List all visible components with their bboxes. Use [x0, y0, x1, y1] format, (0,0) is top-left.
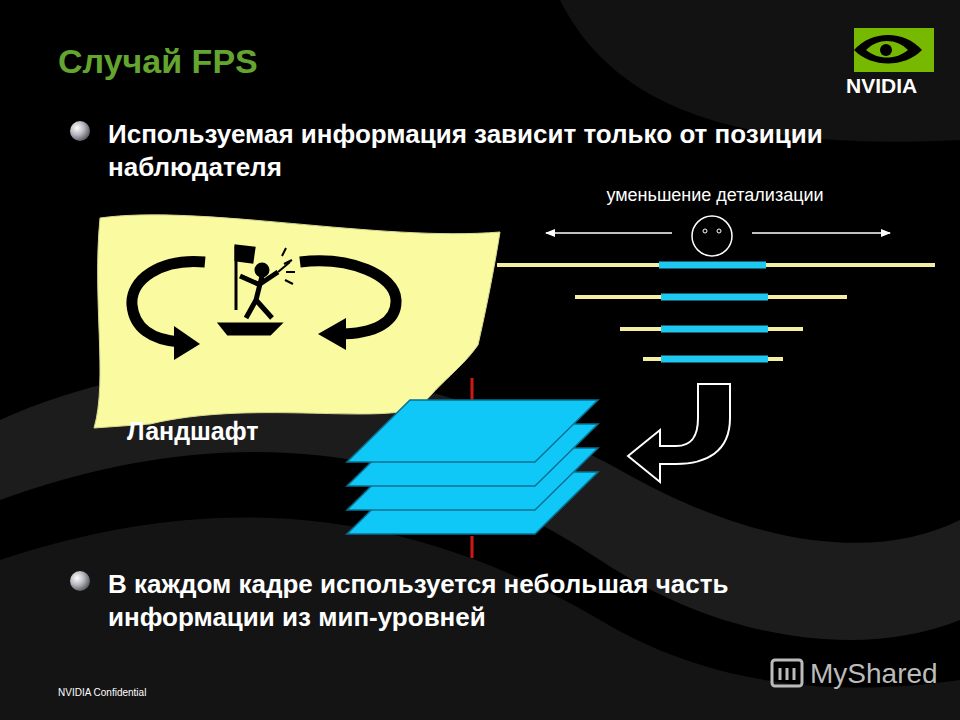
viewer-smiley [692, 216, 732, 256]
used-segment [659, 262, 766, 269]
used-segment [661, 294, 768, 301]
nvidia-logo [854, 28, 934, 72]
detail-label: уменьшение детализации [560, 184, 870, 207]
slide-title: Случай FPS [58, 40, 258, 83]
lod-line [497, 263, 935, 267]
logo-eye [866, 41, 908, 58]
landscape-shape [94, 215, 500, 428]
used-segment [661, 326, 768, 333]
logo-text: NVIDIA [846, 73, 917, 99]
bullet-text: Используемая информация зависит только о… [108, 118, 838, 183]
lod-line [575, 295, 847, 299]
curved-arrow [628, 384, 730, 482]
bullet-text: В каждом кадре используется небольшая ча… [108, 568, 838, 633]
footer-note: NVIDIA Confidential [58, 687, 146, 700]
smiley-eye [717, 229, 721, 233]
watermark: MyShared [810, 656, 938, 691]
bullet-ball [70, 571, 90, 591]
watermark-icon [772, 660, 802, 686]
landscape-label: Ландшафт [127, 416, 259, 447]
direction-arrow [546, 232, 672, 234]
rotation-arrow [300, 261, 396, 334]
used-segment [661, 356, 768, 363]
rotation-arrowhead [174, 326, 200, 360]
logo-pupil [880, 44, 892, 56]
lod-line [643, 357, 783, 361]
lod-line [620, 327, 803, 331]
lod-lines [497, 265, 935, 359]
logo-square [854, 28, 934, 72]
mip-level [347, 400, 598, 462]
rotation-arrow [132, 262, 205, 342]
observer-figure [220, 246, 295, 334]
view-axis [471, 536, 474, 558]
logo-eye [854, 35, 922, 64]
direction-arrow [752, 232, 890, 234]
rotation-arrowhead [318, 318, 346, 350]
background-swoosh [0, 517, 960, 720]
bullet-ball [70, 121, 90, 141]
smiley-eye [703, 229, 707, 233]
mip-stack [347, 400, 598, 534]
